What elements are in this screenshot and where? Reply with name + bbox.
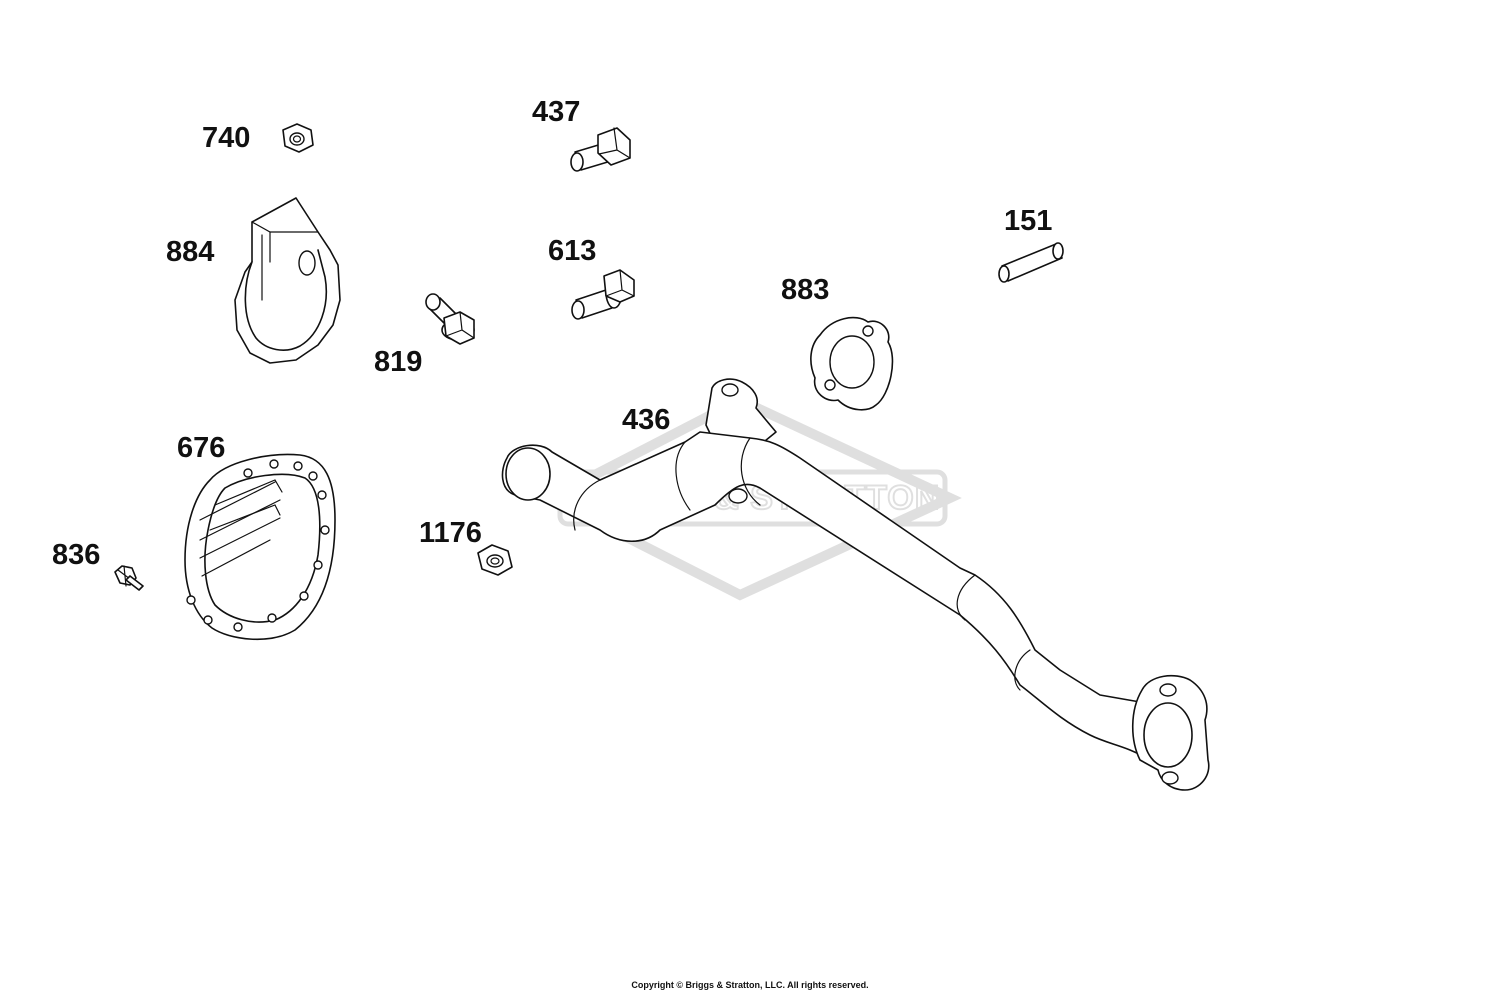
callout-436: 436 — [622, 404, 671, 436]
hex-bolt-437 — [570, 127, 631, 172]
callout-740: 740 — [202, 122, 251, 154]
hex-nut-740 — [282, 123, 314, 153]
callout-613: 613 — [548, 235, 597, 267]
muffler-clamp-884 — [234, 197, 341, 364]
callout-884: 884 — [166, 236, 215, 268]
flange-bolt-holes — [186, 459, 330, 632]
callout-676: 676 — [177, 432, 226, 464]
screw-836 — [114, 565, 144, 591]
flange-bolt-819 — [425, 293, 475, 345]
flange-bolt-613 — [571, 269, 635, 320]
callout-437: 437 — [532, 96, 581, 128]
exhaust-gasket-883 — [810, 316, 894, 411]
callout-1176: 1176 — [419, 517, 482, 549]
callout-819: 819 — [374, 346, 423, 378]
callout-883: 883 — [781, 274, 830, 306]
hex-nut-1176 — [477, 544, 513, 576]
exhaust-pipe-436 — [501, 378, 1210, 791]
spark-arrester-cap-676 — [184, 453, 336, 641]
callout-836: 836 — [52, 539, 101, 571]
callout-151: 151 — [1004, 205, 1053, 237]
dowel-pin-151 — [998, 242, 1064, 283]
copyright-notice: Copyright © Briggs & Stratton, LLC. All … — [631, 980, 869, 990]
